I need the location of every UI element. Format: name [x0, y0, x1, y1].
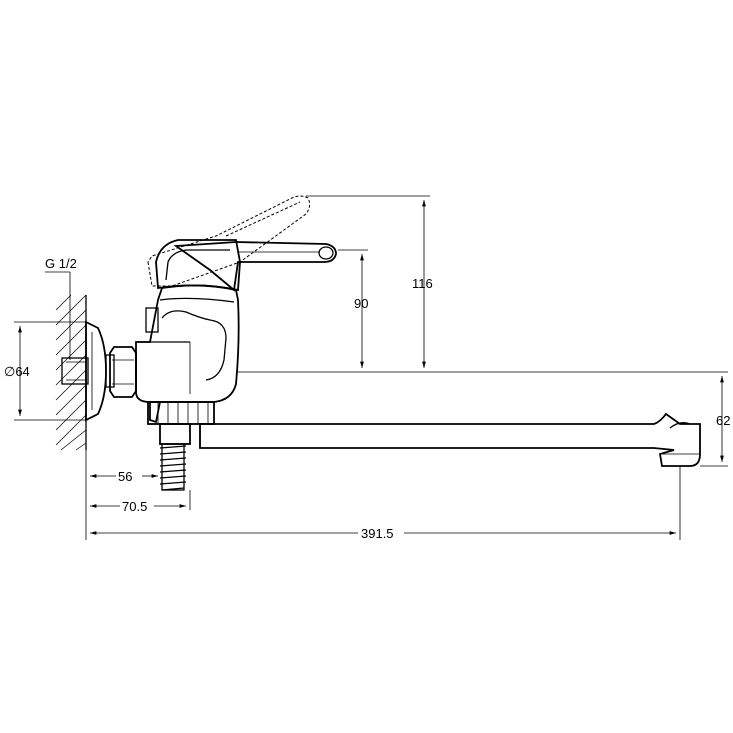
handle-lever-raised — [147, 195, 311, 287]
wall-flange — [85, 320, 107, 422]
spout-length-label: 391.5 — [361, 526, 394, 541]
hose-fitting — [147, 401, 215, 445]
handle-height-label: 90 — [354, 296, 368, 311]
lever-height-label: 116 — [412, 276, 433, 291]
lever-height-dimension: 116 — [306, 195, 433, 368]
hose-offset-dimension: 70.5 — [90, 499, 186, 514]
handle-height-dimension: 90 — [338, 249, 368, 368]
wall-hatching — [55, 294, 87, 451]
cartridge-cap — [155, 239, 241, 292]
spout-height-label: 62 — [716, 413, 730, 428]
handle-lever — [173, 241, 337, 292]
diameter-dimension: ∅64 — [4, 321, 86, 421]
outlet-offset-dimension: 56 — [90, 469, 158, 484]
thread-dimension: G 1/2 — [45, 256, 77, 360]
hose-nipple — [159, 443, 187, 491]
diameter-label: ∅64 — [4, 364, 30, 379]
wall — [55, 294, 87, 451]
wall-pipe — [61, 357, 89, 385]
thread-label: G 1/2 — [45, 256, 77, 271]
outlet-offset-label: 56 — [118, 469, 132, 484]
spout-length-dimension: 391.5 — [90, 526, 676, 541]
hex-nut — [105, 346, 137, 398]
spout — [199, 412, 701, 467]
hose-offset-label: 70.5 — [122, 499, 147, 514]
mixer-body — [135, 284, 240, 403]
spout-height-dimension: 62 — [700, 376, 730, 467]
